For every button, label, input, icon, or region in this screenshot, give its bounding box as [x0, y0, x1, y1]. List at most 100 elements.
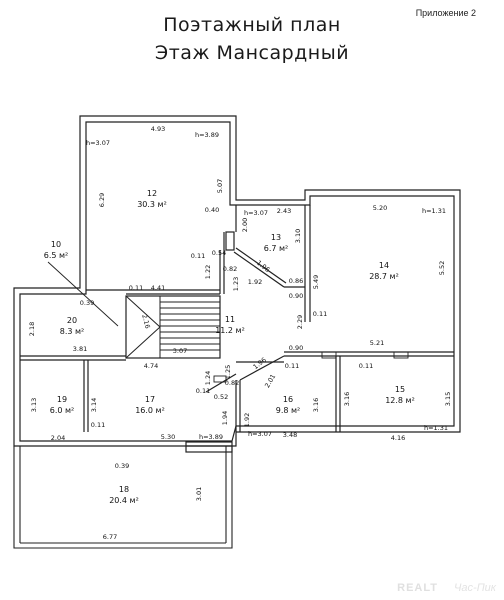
dimension-label: 3.15 — [444, 392, 452, 406]
dimension-label: 0.11 — [191, 252, 205, 260]
floor-subtitle: Этаж Мансардный — [154, 42, 350, 64]
dimension-label: h=3.07 — [244, 209, 268, 217]
room-area: 11.2 м² — [215, 326, 245, 335]
room-label-13: 13 6.7 м² — [264, 233, 289, 253]
room-number: 15 — [395, 385, 405, 394]
dimension-label: 6.29 — [98, 193, 106, 207]
room-number: 13 — [271, 233, 281, 242]
room-area: 9.8 м² — [276, 406, 301, 415]
room-number: 18 — [119, 485, 129, 494]
dimension-label: 3.07 — [173, 347, 187, 355]
dimension-label: 0.11 — [285, 362, 299, 370]
dimension-label: 3.10 — [294, 229, 302, 243]
dimension-label: 0.90 — [289, 292, 303, 300]
dimension-label: 2.29 — [296, 315, 304, 329]
room-label-15: 15 12.8 м² — [385, 385, 415, 405]
dimension-label: 6.77 — [103, 533, 117, 541]
dimension-label: h=3.07 — [86, 139, 110, 147]
dimension-label: 5.52 — [438, 261, 446, 275]
dimension-label: 3.48 — [283, 431, 297, 439]
dimension-label: 2.01 — [263, 373, 277, 390]
dimension-label: 0.39 — [115, 462, 129, 470]
dimension-label: 0.40 — [205, 206, 219, 214]
dimension-label: 0.82 — [223, 265, 237, 273]
room-number: 12 — [147, 189, 157, 198]
dimension-label: 4.74 — [144, 362, 158, 370]
room-label-20: 20 8.3 м² — [60, 316, 85, 336]
room-area: 6.0 м² — [50, 406, 75, 415]
room-label-10: 106.5 м² — [44, 240, 69, 260]
room-area: 6.7 м² — [264, 244, 289, 253]
staircase — [125, 295, 220, 359]
dimension-label: 1.92 — [243, 413, 251, 427]
dimension-label: 0.54 — [212, 249, 226, 257]
room-area: 28.7 м² — [369, 272, 399, 281]
dimension-label: 2.16 — [140, 313, 151, 329]
dimension-label: 0.11 — [91, 421, 105, 429]
dimension-label: 0.86 — [289, 277, 303, 285]
dimension-label: 2.04 — [51, 434, 65, 442]
dimension-label: 5.30 — [161, 433, 175, 441]
dimension-label: 1.22 — [204, 265, 212, 279]
room-number: 11 — [225, 315, 235, 324]
dimension-label: 0.11 — [129, 284, 143, 292]
dimension-label: 2.18 — [28, 322, 36, 336]
room-area: 16.0 м² — [135, 406, 165, 415]
dimension-label: 0.82 — [225, 379, 239, 387]
room-area: 12.8 м² — [385, 396, 415, 405]
dimension-label: h=1.31 — [422, 207, 446, 215]
dimension-label: 0.90 — [289, 344, 303, 352]
plan-title: Поэтажный план — [163, 14, 341, 36]
dimension-label: 4.41 — [151, 284, 165, 292]
dimension-label: 3.16 — [312, 398, 320, 412]
dimension-label: 1.94 — [221, 411, 229, 425]
room-number: 17 — [145, 395, 155, 404]
dimension-label: 2.43 — [277, 207, 291, 215]
dimension-label: 3.14 — [90, 398, 98, 412]
dimension-label: 0.11 — [313, 310, 327, 318]
dimension-label: 3.13 — [30, 398, 38, 412]
dimension-label: 0.52 — [214, 393, 228, 401]
room-label-17: 17 16.0 м² — [135, 395, 165, 415]
dimension-label: 0.11 — [359, 362, 373, 370]
dimension-label: 0.39 — [80, 299, 94, 307]
room-number: 16 — [283, 395, 293, 404]
dimension-label: 3.01 — [195, 487, 203, 501]
dimension-label: 1.23 — [232, 277, 240, 291]
door-marks — [47, 261, 409, 383]
room-area: 30.3 м² — [137, 200, 167, 209]
appendix-label: Приложение 2 — [415, 8, 476, 18]
room-number: 19 — [57, 395, 67, 404]
room-label-16: 16 9.8 м² — [276, 395, 301, 415]
balcony-outline — [13, 446, 233, 549]
dimension-label: h=3.07 — [248, 430, 272, 438]
dimension-label: 3.81 — [73, 345, 87, 353]
dimension-label: 4.93 — [151, 125, 165, 133]
watermark-text: Час-Пик — [454, 582, 496, 594]
dimension-label: 2.00 — [241, 218, 249, 232]
dimension-label: 1.24 — [204, 371, 212, 385]
dimension-label: h=3.89 — [195, 131, 219, 139]
room-label-18: 18 20.4 м² — [109, 485, 139, 505]
room-label-19: 19 6.0 м² — [50, 395, 75, 415]
dimension-label: 5.20 — [373, 204, 387, 212]
room-number: 20 — [67, 316, 77, 325]
room-labels: 12 30.3 м² 13 6.7 м² 106.5 м² 14 28.7 м² 20 8.3 … — [44, 189, 415, 505]
dimension-label: 3.16 — [343, 392, 351, 406]
watermark-logo: REALT — [397, 582, 438, 594]
room-area: 8.3 м² — [60, 327, 85, 336]
room-area: 20.4 м² — [109, 496, 139, 505]
dimension-label: h=1.31 — [424, 424, 448, 432]
room-number: 14 — [379, 261, 389, 270]
dimension-label: 5.49 — [312, 275, 320, 289]
room-label-11: 11 11.2 м² — [215, 315, 245, 335]
dimension-label: 4.16 — [391, 434, 405, 442]
room-area: 6.5 м² — [44, 251, 69, 260]
dimension-label: 1.92 — [248, 278, 262, 286]
dimension-label: 0.11 — [196, 387, 210, 395]
room-label-14: 14 28.7 м² — [369, 261, 399, 281]
dimension-label: 5.07 — [216, 179, 224, 193]
dimension-label: 5.21 — [370, 339, 384, 347]
room-label-12: 12 30.3 м² — [137, 189, 167, 209]
